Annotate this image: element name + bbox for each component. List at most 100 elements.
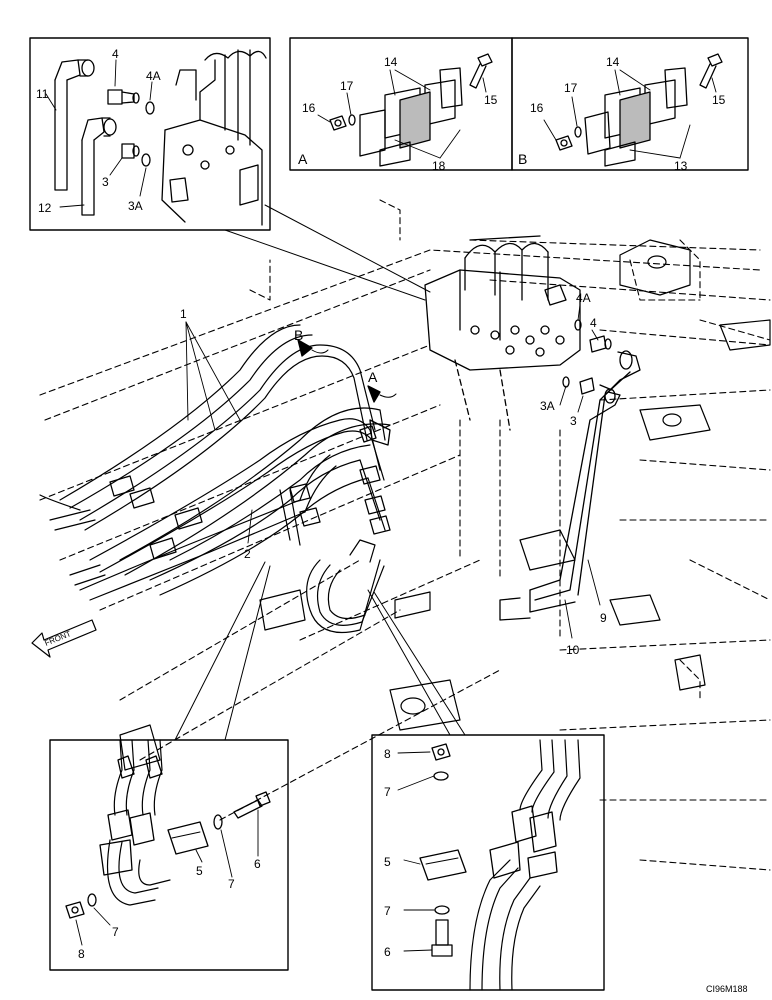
inset-bl-bolt-6	[233, 791, 271, 819]
inset-br-washer-7b	[434, 905, 450, 915]
inset-br-callout-8: 8	[384, 747, 391, 761]
inset-bl-callout-6: 6	[254, 857, 261, 871]
inset-tl-to-valve-line	[264, 204, 431, 293]
inset-tl-fitting-3	[121, 143, 140, 159]
inset-tl-pipe-11	[54, 59, 95, 191]
inset-br-callout-6: 6	[384, 945, 391, 959]
detail-b-callout-13: 13	[674, 159, 688, 173]
inset-br-washer-7	[433, 771, 449, 781]
detail-b-leaders	[543, 69, 717, 159]
view-arrow-a	[367, 385, 397, 403]
inset-br-callout-7: 7	[384, 785, 391, 799]
inset-bl-nut-8	[65, 901, 85, 919]
inset-br-clamp-5	[419, 849, 467, 881]
detail-a-callout-15: 15	[484, 93, 498, 107]
detail-b	[511, 37, 749, 171]
inset-tl-fitting-4	[107, 89, 140, 105]
inset-br-hoses	[469, 739, 581, 991]
inset-bl-clamp-5	[167, 821, 209, 855]
detail-b-letter: B	[518, 151, 527, 167]
detail-a-callout-17: 17	[340, 79, 354, 93]
detail-a-bolt-15	[469, 53, 493, 89]
valve-fitting-3	[579, 377, 595, 395]
machine-frame	[39, 199, 771, 871]
detail-a-letter: A	[298, 151, 308, 167]
detail-b-callout-16: 16	[530, 101, 544, 115]
callout-10: 10	[566, 643, 580, 657]
inset-bl-washer-7b	[87, 893, 97, 907]
view-arrow-b	[297, 339, 329, 357]
inset-br-callout-7b: 7	[384, 904, 391, 918]
detail-b-callout-15: 15	[712, 93, 726, 107]
callout-2: 2	[244, 547, 251, 561]
view-b-label: B	[294, 327, 303, 343]
drawing-code: CI96M188	[706, 984, 748, 994]
detail-a	[289, 37, 513, 171]
callout-4a-inset: 4A	[146, 69, 161, 83]
inset-br-bolt-6	[431, 919, 453, 957]
callout-3-inset: 3	[102, 175, 109, 189]
inset-br-callout-5: 5	[384, 855, 391, 869]
valve-oring-3a	[562, 376, 570, 388]
inset-br-leader-2	[373, 591, 466, 736]
detail-b-callout-14: 14	[606, 55, 620, 69]
inset-bottom-left	[49, 561, 289, 971]
callout-4: 4	[590, 316, 597, 330]
detail-a-nut-16	[329, 115, 347, 131]
callout-11: 11	[36, 87, 49, 101]
inset-bottom-right	[367, 589, 605, 991]
inset-top-left	[29, 37, 271, 231]
detail-b-plates	[584, 67, 688, 167]
detail-a-leaders	[317, 69, 487, 159]
callout-4a: 4A	[576, 291, 591, 305]
inset-bl-leaders	[75, 809, 259, 946]
inset-br-leaders	[397, 751, 435, 952]
inset-tl-valve-body	[161, 49, 267, 226]
inset-bl-washer-7	[213, 814, 223, 830]
detail-a-callout-18: 18	[432, 159, 446, 173]
front-arrow	[31, 619, 97, 658]
hose-fittings	[109, 419, 391, 560]
inset-tl-pipe-12	[81, 117, 117, 216]
detail-a-callout-14: 14	[384, 55, 398, 69]
view-a-label: A	[368, 369, 378, 385]
control-valve	[424, 235, 581, 431]
front-label: FRONT	[43, 629, 72, 648]
inset-bl-callout-8: 8	[78, 947, 85, 961]
detail-a-plates	[359, 67, 463, 167]
inset-br-fittings	[489, 805, 558, 879]
detail-b-callout-17: 17	[564, 81, 578, 95]
callout-1: 1	[180, 307, 187, 321]
valve-fitting-4	[589, 335, 612, 353]
inset-bl-leader-2	[224, 565, 271, 741]
inset-bl-callout-7: 7	[228, 877, 235, 891]
inset-br-nut-8	[431, 743, 451, 761]
callout-9: 9	[600, 611, 607, 625]
detail-a-callout-16: 16	[302, 101, 316, 115]
callout-3a: 3A	[540, 399, 555, 413]
hose-bundle	[39, 324, 391, 601]
main-leaders	[185, 304, 601, 639]
inset-tl-oring-3a	[141, 153, 151, 167]
lower-hose-loop	[306, 539, 431, 634]
inset-tl-leaders	[45, 59, 153, 208]
inset-bl-callout-7b: 7	[112, 925, 119, 939]
detail-b-washer-17	[574, 126, 582, 138]
valve-pipe-9-10	[499, 350, 641, 621]
frame-solid-details	[119, 239, 771, 771]
callout-3: 3	[570, 414, 577, 428]
inset-tl-to-valve-line-2	[224, 229, 426, 301]
detail-b-bolt-15	[699, 53, 723, 89]
callout-12: 12	[38, 201, 52, 215]
inset-br-leader-1	[367, 589, 451, 736]
inset-bl-leader-1	[174, 561, 266, 741]
inset-bl-fittings	[99, 755, 163, 876]
callout-3a-inset: 3A	[128, 199, 143, 213]
callout-4-inset: 4	[112, 47, 119, 61]
detail-b-nut-16	[555, 135, 573, 151]
inset-bl-hoses	[106, 739, 171, 906]
detail-a-washer-17	[348, 114, 356, 126]
inset-tl-oring-4a	[145, 101, 155, 115]
inset-bl-callout-5: 5	[196, 864, 203, 878]
